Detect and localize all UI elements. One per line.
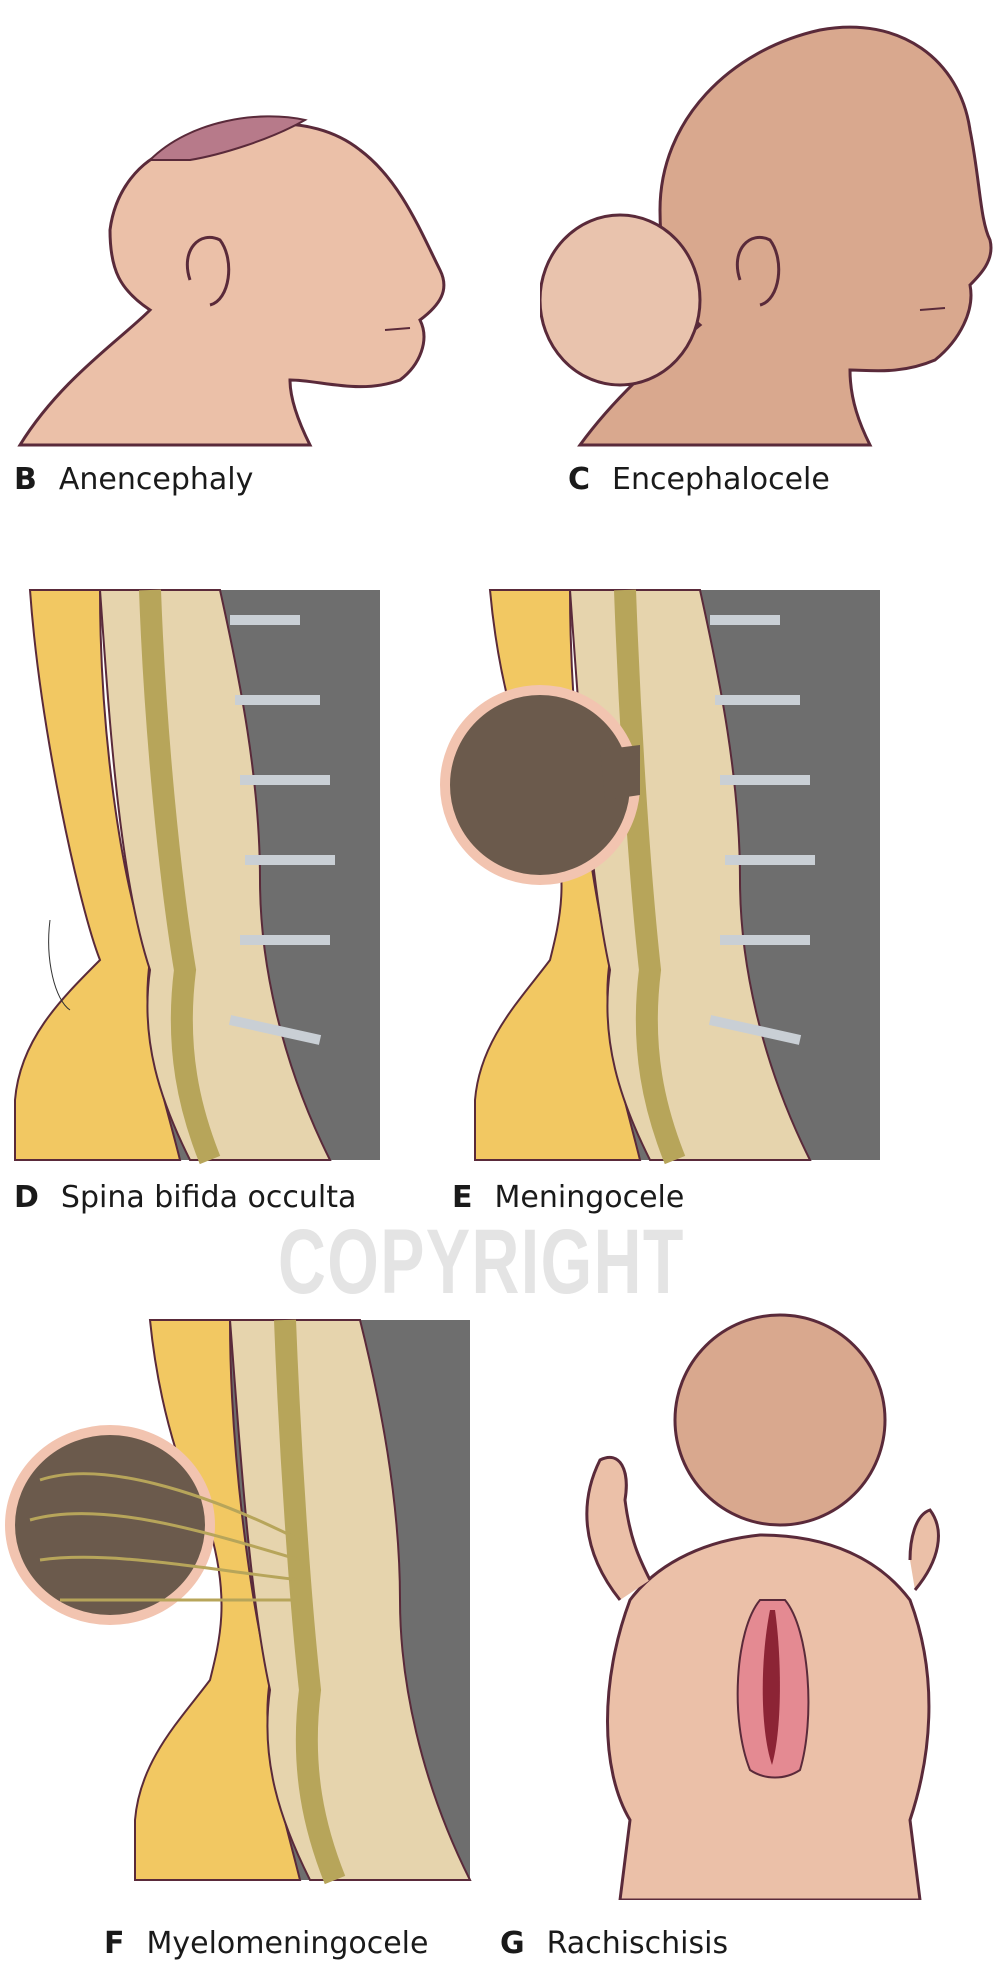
spina-bifida-occulta-illustration <box>14 589 380 1165</box>
caption-anencephaly: B Anencephaly <box>14 462 253 497</box>
caption-letter: E <box>452 1180 473 1215</box>
meningocele-illustration <box>440 589 880 1165</box>
caption-rachischisis: G Rachischisis <box>500 1926 728 1961</box>
copyright-watermark: COPYRIGHT <box>278 1211 685 1313</box>
rachischisis-illustration <box>585 1313 940 1900</box>
panel-spina-bifida-occulta: D Spina bifida occulta <box>0 580 470 1260</box>
caption-text: Myelomeningocele <box>146 1926 429 1961</box>
caption-meningocele: E Meningocele <box>452 1180 684 1215</box>
caption-letter: F <box>104 1926 125 1961</box>
myelomeningocele-illustration <box>5 1319 472 1885</box>
panel-meningocele: E Meningocele <box>440 580 994 1260</box>
caption-text: Meningocele <box>494 1180 685 1215</box>
caption-letter: D <box>14 1180 39 1215</box>
caption-myelomeningocele: F Myelomeningocele <box>104 1926 428 1961</box>
panel-rachischisis: G Rachischisis <box>500 1300 994 1963</box>
panel-anencephaly: B Anencephaly <box>0 80 470 497</box>
caption-spina-bifida-occulta: D Spina bifida occulta <box>14 1180 356 1215</box>
caption-text: Anencephaly <box>58 462 254 497</box>
panel-myelomeningocele: F Myelomeningocele <box>0 1300 500 1963</box>
caption-encephalocele: C Encephalocele <box>568 462 830 497</box>
panel-encephalocele: C Encephalocele <box>540 0 994 497</box>
caption-text: Rachischisis <box>546 1926 729 1961</box>
anencephaly-illustration <box>17 115 446 447</box>
caption-letter: G <box>500 1926 525 1961</box>
caption-text: Encephalocele <box>612 462 830 497</box>
caption-letter: B <box>14 462 37 497</box>
encephalocele-illustration <box>540 25 993 447</box>
caption-text: Spina bifida occulta <box>60 1180 357 1215</box>
caption-letter: C <box>568 462 591 497</box>
